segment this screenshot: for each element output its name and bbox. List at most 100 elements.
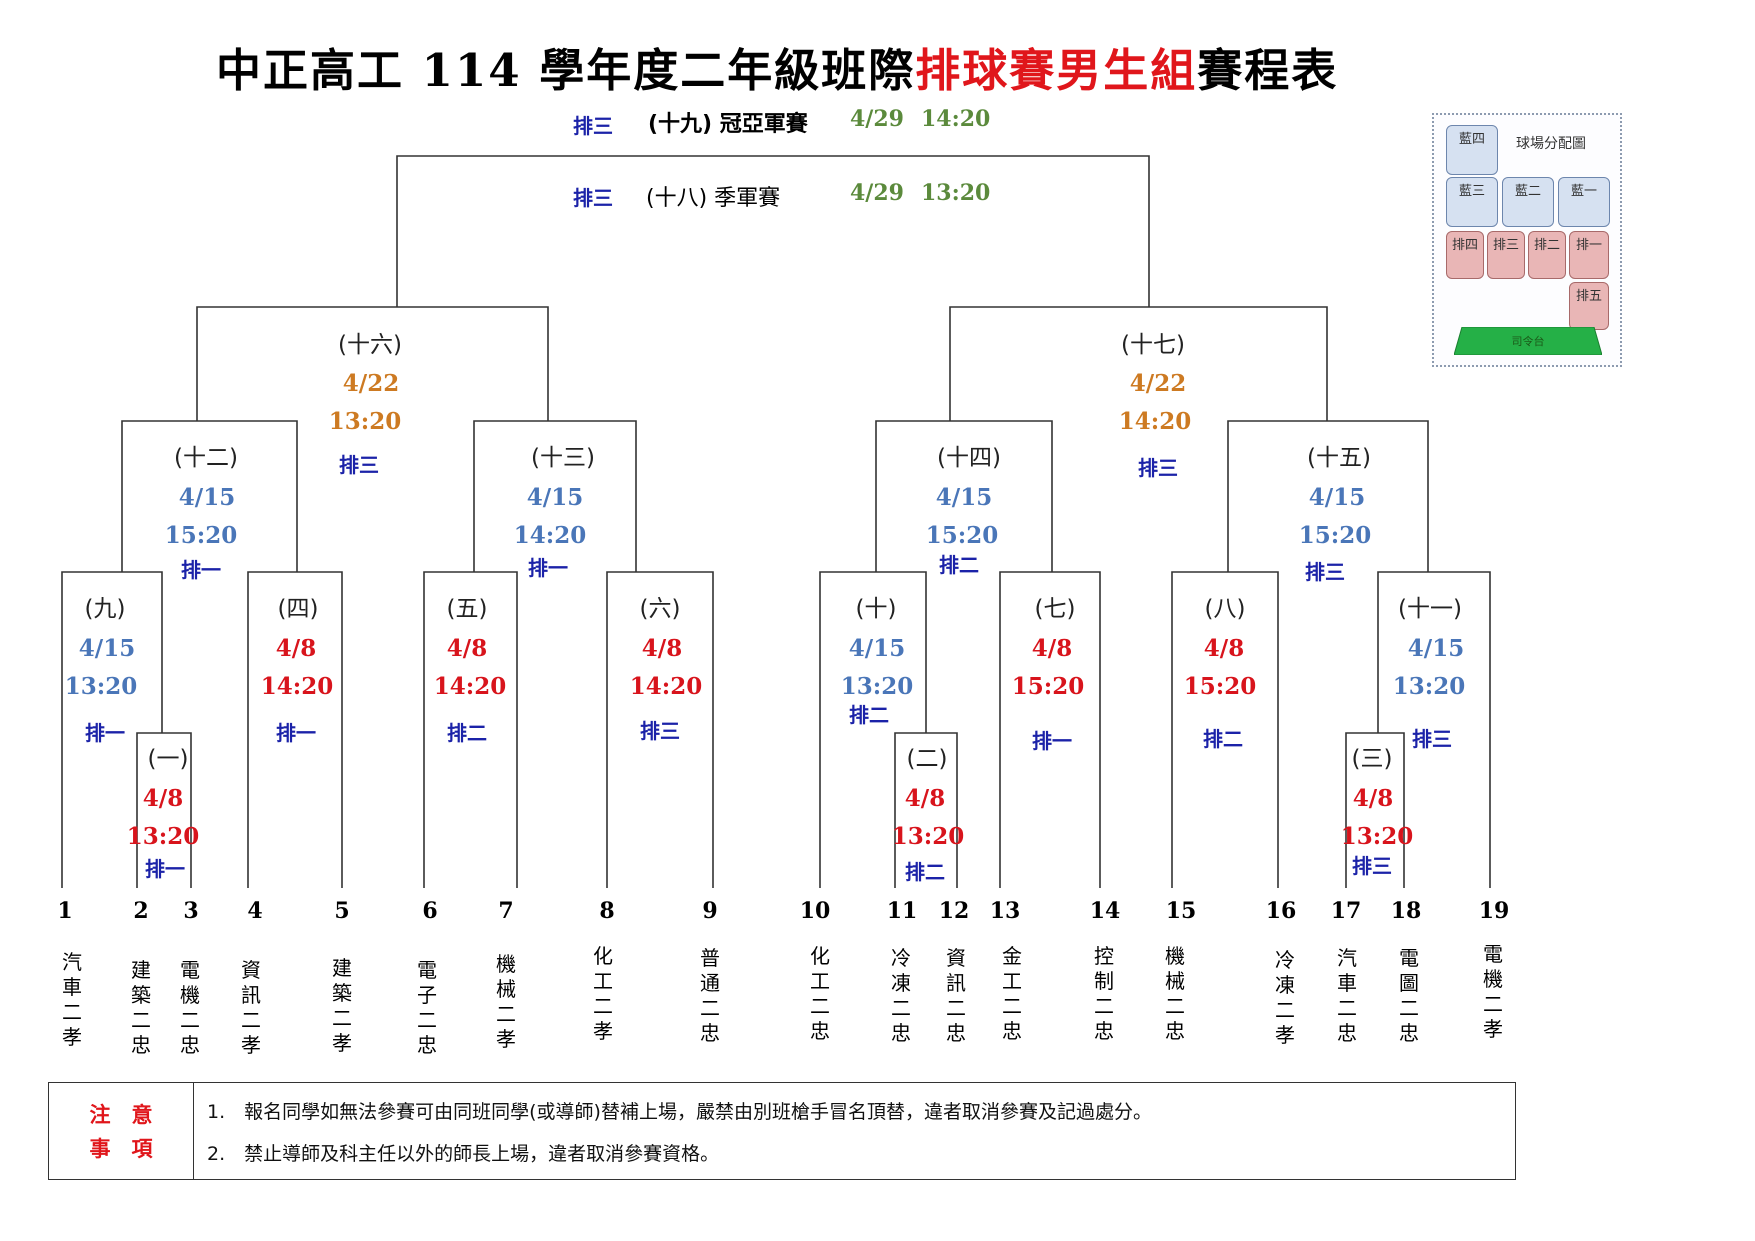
match-10-date: 4/15 — [848, 635, 906, 662]
team-name: 機械二孝 — [496, 952, 516, 1051]
notes-heading-line1: 注 意 — [89, 1103, 153, 1127]
court-volleyball-2: 排二 — [1528, 231, 1566, 279]
seed-number: 19 — [1478, 898, 1510, 924]
match-11-date: 4/15 — [1407, 635, 1465, 662]
match-2-date: 4/8 — [904, 785, 946, 812]
seed-number: 8 — [599, 898, 615, 924]
team-name: 化工二孝 — [593, 944, 613, 1043]
seed-number: 5 — [334, 898, 350, 924]
bracket-match-3 — [1345, 732, 1405, 888]
team-name: 汽車二孝 — [62, 950, 82, 1049]
match-11-court: 排三 — [1412, 727, 1452, 751]
match-4-date: 4/8 — [275, 635, 317, 662]
match-6-court: 排三 — [640, 719, 680, 743]
match-11-label: (十一) — [1398, 596, 1462, 622]
match-16-time: 13:20 — [328, 408, 402, 435]
team-name: 冷凍二孝 — [1275, 948, 1295, 1047]
bracket-match-15 — [1227, 420, 1429, 572]
match-13-time: 14:20 — [513, 522, 587, 549]
seed-number: 6 — [422, 898, 438, 924]
seed-number: 16 — [1265, 898, 1297, 924]
bracket-match-12 — [121, 420, 298, 572]
match-10-court: 排二 — [849, 703, 889, 727]
team-name: 汽車二忠 — [1337, 946, 1357, 1045]
bracket-match-6 — [606, 571, 714, 888]
page-title: 中正高工 114 學年度二年級班際排球賽男生組賽程表 — [216, 44, 1339, 97]
match-4-time: 14:20 — [260, 673, 334, 700]
match-1-time: 13:20 — [126, 823, 200, 850]
bracket-match-16 — [196, 306, 549, 421]
match-9-court: 排一 — [85, 721, 125, 745]
final-date: 4/29 — [850, 106, 904, 132]
match-6-time: 14:20 — [629, 673, 703, 700]
seed-number: 11 — [886, 898, 918, 924]
bracket-match-10 — [819, 571, 927, 888]
match-8-time: 15:20 — [1183, 673, 1257, 700]
match-6-label: (六) — [639, 596, 681, 622]
match-12-label: (十二) — [174, 445, 238, 471]
team-name: 金工二忠 — [1002, 944, 1022, 1043]
third-place-time: 13:20 — [921, 180, 991, 206]
court-basketball-1: 藍一 — [1558, 177, 1610, 227]
notes-heading: 注 意 事 項 — [49, 1083, 194, 1179]
match-10-time: 13:20 — [840, 673, 914, 700]
match-17-time: 14:20 — [1118, 408, 1192, 435]
match-13-court: 排一 — [528, 556, 568, 580]
match-4-label: (四) — [277, 596, 319, 622]
match-2-time: 13:20 — [891, 823, 965, 850]
team-name: 電子二忠 — [417, 958, 437, 1057]
match-15-label: (十五) — [1307, 445, 1371, 471]
note-item: 1. 報名同學如無法參賽可由同班同學(或導師)替補上場，嚴禁由別班槍手冒名頂替，… — [207, 1101, 1152, 1123]
team-name: 建築二忠 — [131, 958, 151, 1057]
match-6-date: 4/8 — [641, 635, 683, 662]
match-5-date: 4/8 — [446, 635, 488, 662]
match-17-label: (十七) — [1121, 332, 1185, 358]
stage-label: 司令台 — [1511, 335, 1545, 348]
match-8-label: (八) — [1204, 596, 1246, 622]
match-15-court: 排三 — [1305, 560, 1345, 584]
match-8-date: 4/8 — [1203, 635, 1245, 662]
match-12-court: 排一 — [181, 558, 221, 582]
team-name: 資訊二孝 — [241, 958, 261, 1057]
match-14-label: (十四) — [937, 445, 1001, 471]
match-14-court: 排二 — [939, 553, 979, 577]
match-17-court: 排三 — [1138, 456, 1178, 480]
match-1-label: (一) — [147, 746, 189, 772]
team-name: 建築二孝 — [332, 956, 352, 1055]
team-name: 電機二忠 — [180, 958, 200, 1057]
bracket-match-2 — [894, 732, 958, 888]
court-volleyball-4: 排四 — [1446, 231, 1484, 279]
match-2-court: 排二 — [905, 860, 945, 884]
match-14-date: 4/15 — [935, 484, 993, 511]
match-7-label: (七) — [1034, 596, 1076, 622]
match-16-date: 4/22 — [342, 370, 400, 397]
seed-number: 17 — [1330, 898, 1362, 924]
bracket-match-13 — [473, 420, 637, 572]
notes-table: 注 意 事 項 1. 報名同學如無法參賽可由同班同學(或導師)替補上場，嚴禁由別… — [48, 1082, 1516, 1180]
match-1-date: 4/8 — [142, 785, 184, 812]
match-15-time: 15:20 — [1298, 522, 1372, 549]
bracket-match-7 — [999, 571, 1101, 888]
match-16-court: 排三 — [339, 453, 379, 477]
team-name: 電機二孝 — [1483, 942, 1503, 1041]
bracket-match-5 — [423, 571, 518, 888]
seed-number: 10 — [799, 898, 831, 924]
third-place-court: 排三 — [573, 186, 613, 210]
match-16-label: (十六) — [338, 332, 402, 358]
match-11-time: 13:20 — [1392, 673, 1466, 700]
team-name: 控制二忠 — [1094, 944, 1114, 1043]
bracket-match-9 — [61, 571, 163, 888]
match-5-court: 排二 — [447, 721, 487, 745]
match-7-date: 4/8 — [1031, 635, 1073, 662]
seed-number: 7 — [498, 898, 514, 924]
match-1-court: 排一 — [145, 857, 185, 881]
match-3-time: 13:20 — [1340, 823, 1414, 850]
seed-number: 12 — [938, 898, 970, 924]
court-basketball-3: 藍三 — [1446, 177, 1498, 227]
match-8-court: 排二 — [1203, 727, 1243, 751]
court-volleyball-1: 排一 — [1569, 231, 1609, 279]
match-9-label: (九) — [84, 596, 126, 622]
match-12-date: 4/15 — [178, 484, 236, 511]
